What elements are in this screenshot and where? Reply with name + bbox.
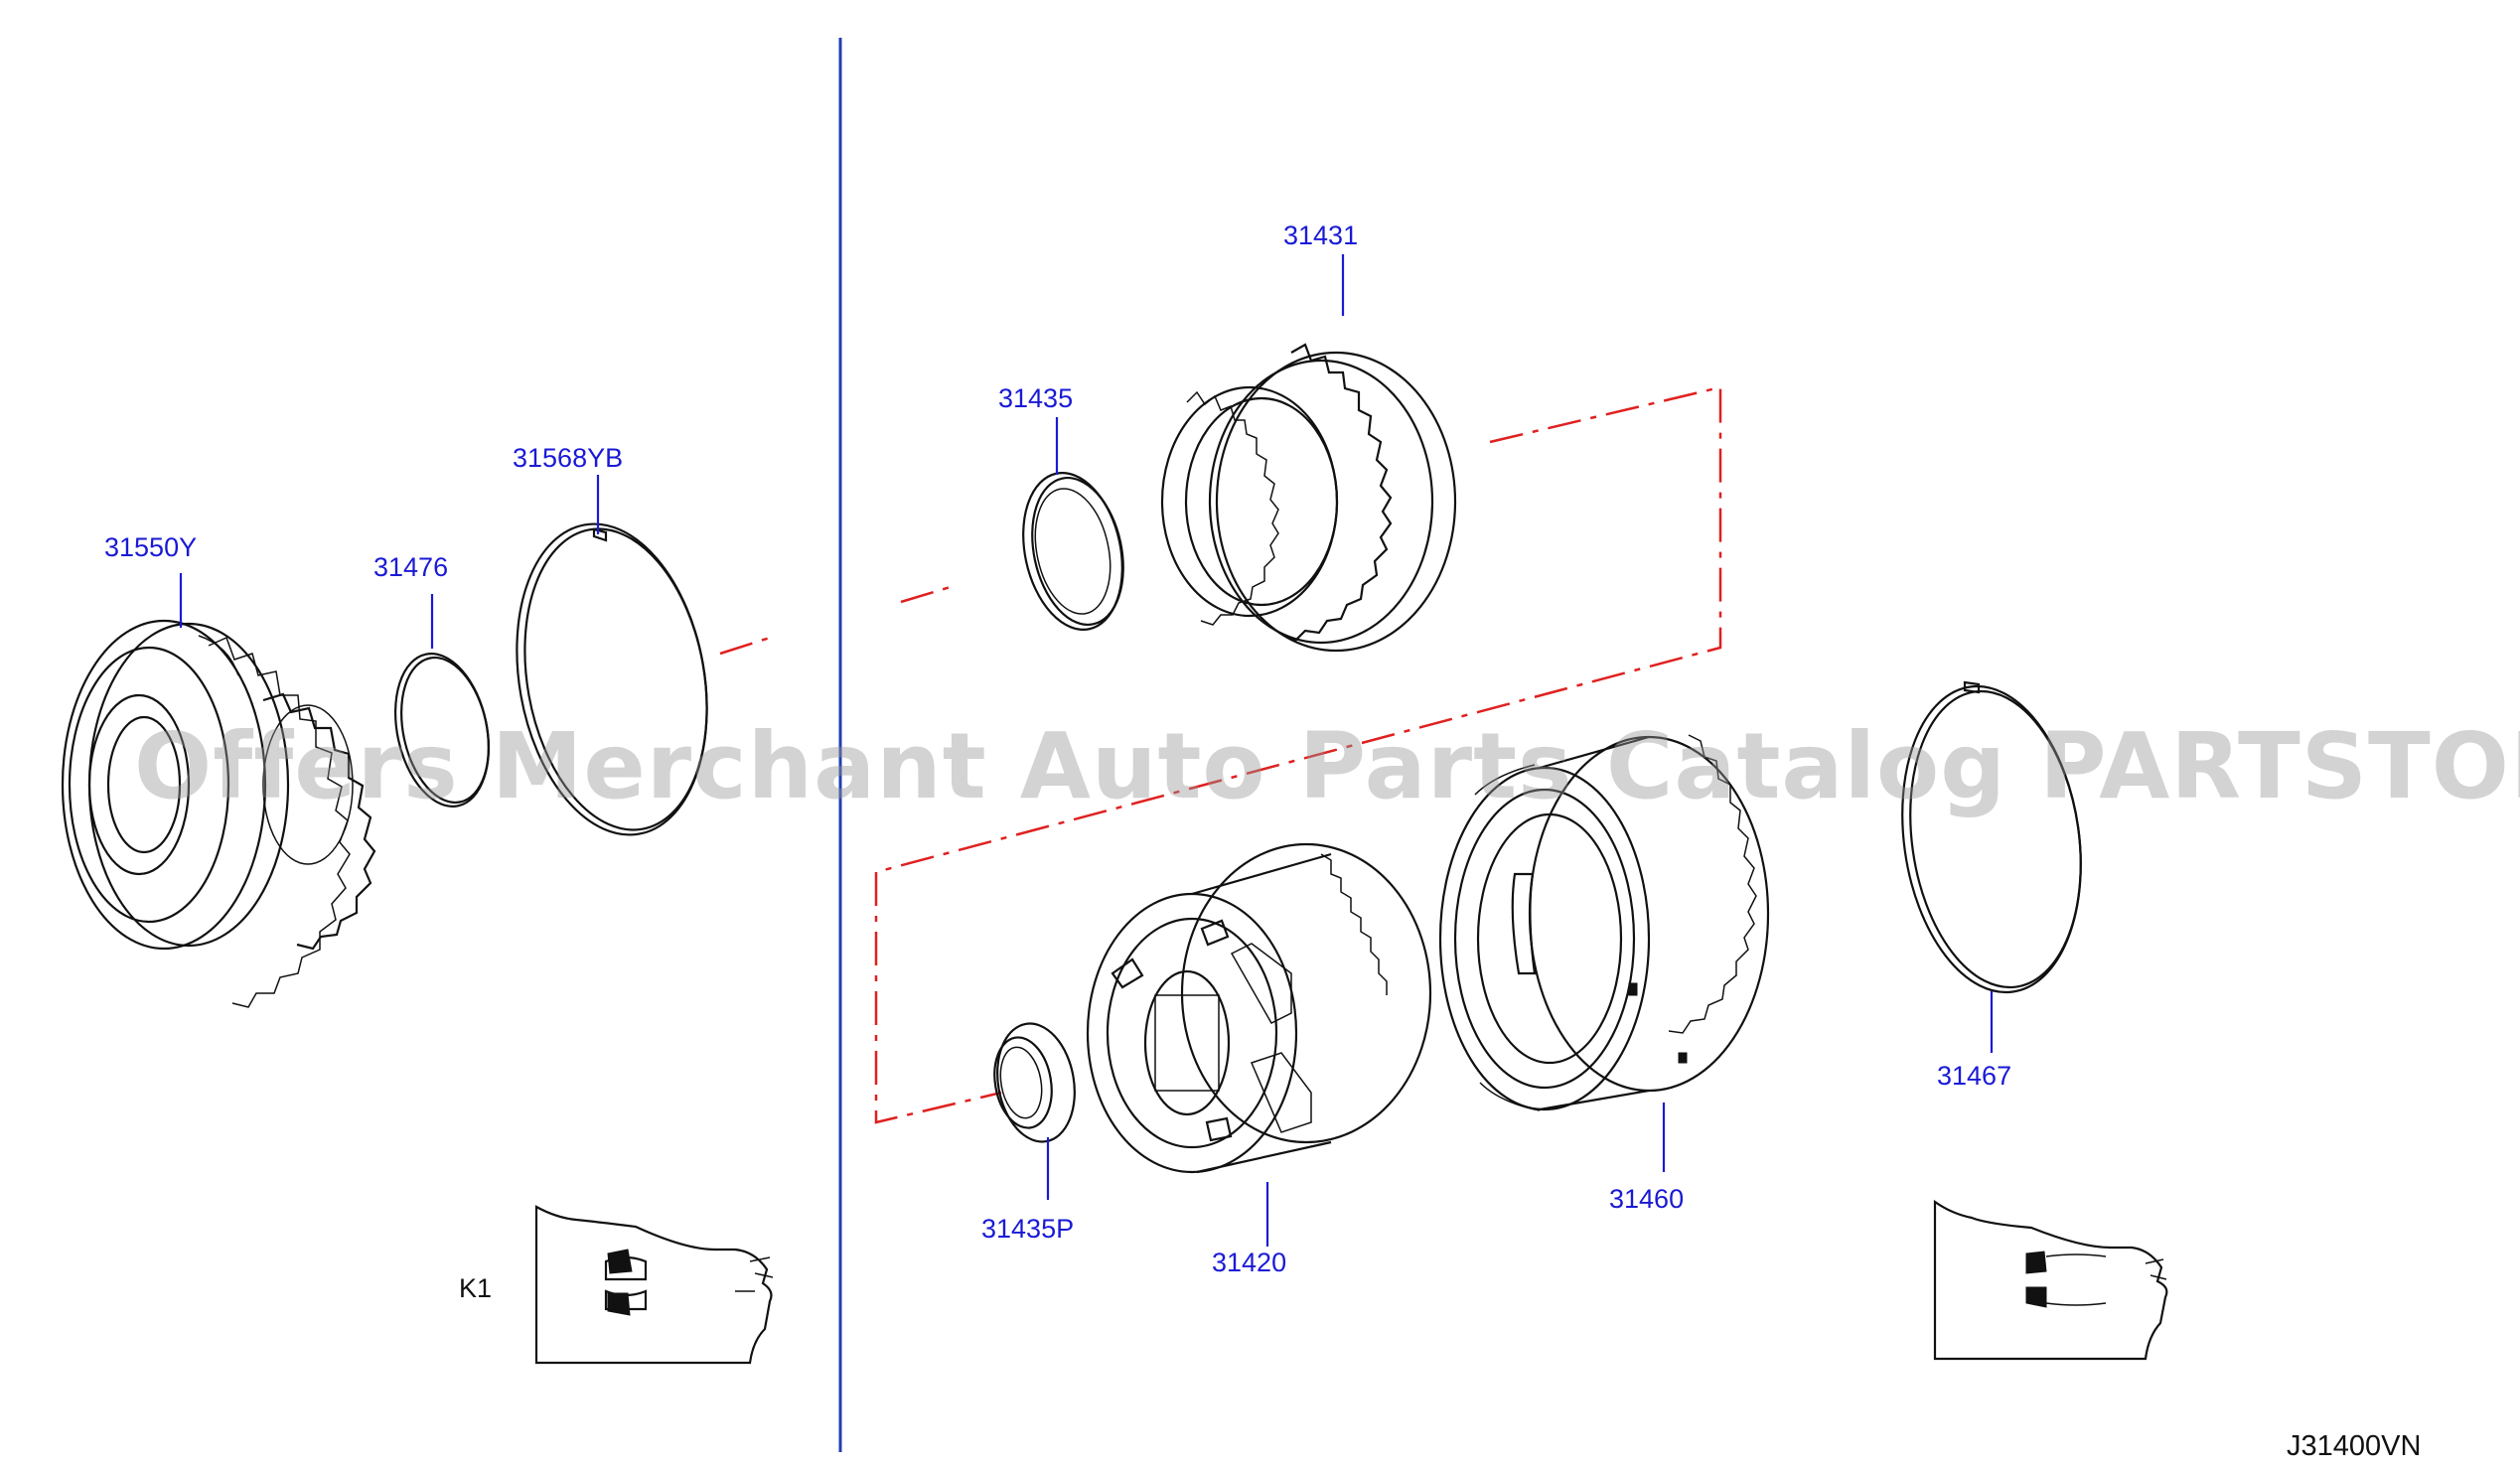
- ring-31476[interactable]: [382, 645, 502, 814]
- callout-31467[interactable]: 31467: [1937, 1061, 2012, 1091]
- washer-31435p[interactable]: [987, 1017, 1083, 1147]
- transmission-inset-right: [1933, 1199, 2168, 1361]
- callout-31431[interactable]: 31431: [1283, 221, 1359, 250]
- ring-31435[interactable]: [1009, 464, 1135, 639]
- centerline-left: [719, 636, 771, 656]
- drum-31431[interactable]: [1160, 343, 1457, 653]
- centerline-mid: [900, 584, 955, 604]
- callout-31460[interactable]: 31460: [1609, 1184, 1685, 1214]
- drawing-code: J31400VN: [2287, 1430, 2422, 1462]
- carrier-31420[interactable]: [1086, 842, 1432, 1174]
- callout-31550y[interactable]: 31550Y: [104, 532, 198, 562]
- snap-ring-31467[interactable]: [1883, 674, 2099, 1003]
- snap-ring-31568yb[interactable]: [494, 509, 730, 849]
- callout-31420[interactable]: 31420: [1212, 1248, 1287, 1277]
- callout-31435[interactable]: 31435: [998, 383, 1074, 413]
- centerline-frame: [874, 385, 1722, 1124]
- callout-31476[interactable]: 31476: [373, 552, 449, 582]
- inset-label-k1: K1: [459, 1273, 493, 1303]
- gear-31550y[interactable]: [61, 619, 376, 1008]
- drum-31460[interactable]: [1438, 734, 1770, 1111]
- callout-31568yb[interactable]: 31568YB: [513, 443, 624, 473]
- transmission-inset-k1: [534, 1205, 774, 1365]
- callout-31435p[interactable]: 31435P: [981, 1214, 1075, 1244]
